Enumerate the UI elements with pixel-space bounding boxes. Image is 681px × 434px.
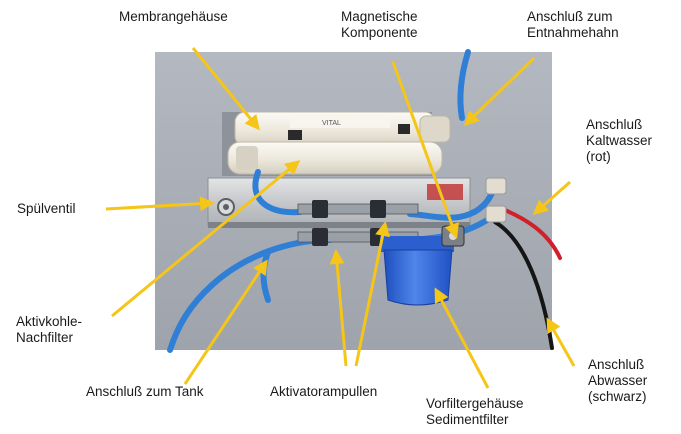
arrow-ampoule-right [354,221,390,367]
label-tap-connection: Anschluß zum Entnahmehahn [527,9,619,40]
label-activator-ampoules: Aktivatorampullen [270,384,378,399]
tube-cold-water [498,206,562,260]
carbon-postfilter [227,141,443,175]
arrow-ampoule-left [329,249,348,367]
arrow-prefilter-housing [434,287,490,389]
label-waste-water-connection: Anschluß Abwasser (schwarz) [588,357,648,404]
membrane-housing [234,111,451,147]
label-prefilter-housing: Vorfiltergehäuse Sedimentfilter [426,396,524,427]
arrow-membrane-housing [191,47,260,131]
tube-to-tank [167,237,333,353]
arrow-magnetic-component [391,61,459,239]
product-badge: VITAL [322,120,341,127]
tube-loop-left [252,169,303,216]
fitting-upper-right [485,177,507,195]
arrow-tank-connection [183,259,268,385]
sediment-prefilter-bowl [380,236,454,306]
label-flush-valve: Spülventil [17,201,76,216]
tube-right-loop [407,183,497,221]
fitting-lower-right [485,205,507,223]
arrow-tap-connection [463,56,536,127]
label-membrane-housing: Membrangehäuse [119,9,228,24]
arrow-flush-valve [105,196,215,212]
label-carbon-postfilter: Aktivkohle- Nachfilter [16,314,83,345]
label-tank-connection: Anschluß zum Tank [86,384,204,399]
tube-to-tap [457,49,471,121]
arrow-waste-water [546,317,576,367]
flush-valve-knob [217,198,235,216]
label-cold-water-connection: Anschluß Kaltwasser (rot) [586,117,653,164]
label-magnetic-component: Magnetische Komponente [341,9,418,40]
arrow-cold-water [532,180,571,215]
pointer-arrows [105,47,576,389]
arrow-carbon-postfilter [111,160,301,318]
